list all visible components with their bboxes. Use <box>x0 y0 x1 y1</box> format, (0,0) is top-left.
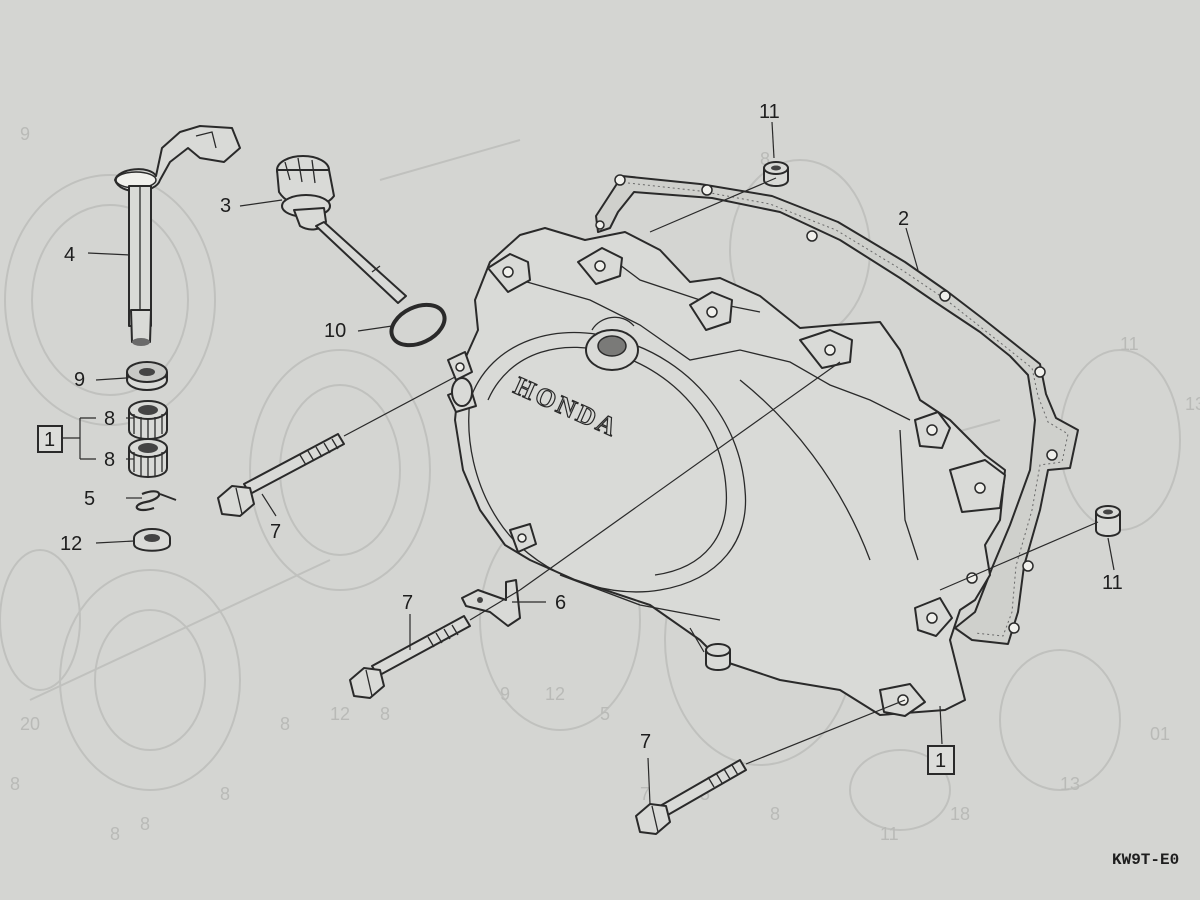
label-part-9: 9 <box>74 369 85 391</box>
svg-text:18: 18 <box>950 804 970 824</box>
svg-text:8: 8 <box>220 784 230 804</box>
svg-text:5: 5 <box>600 704 610 724</box>
svg-text:12: 12 <box>545 684 565 704</box>
bolt-middle <box>349 615 471 699</box>
svg-text:11: 11 <box>1120 334 1139 354</box>
svg-text:8: 8 <box>770 804 780 824</box>
label-part-6: 6 <box>555 592 566 614</box>
svg-text:13: 13 <box>1185 394 1200 414</box>
label-part-8-lower: 8 <box>104 449 115 471</box>
svg-text:8: 8 <box>760 149 770 169</box>
dowel-pin-right <box>1095 505 1121 537</box>
label-part-2: 2 <box>898 208 909 230</box>
label-part-7-middle: 7 <box>402 592 413 614</box>
oil-filler-cap <box>276 155 407 304</box>
svg-text:8: 8 <box>10 774 20 794</box>
bolt-lower <box>635 759 747 835</box>
bolt-upper <box>217 433 345 517</box>
label-part-4: 4 <box>64 244 75 266</box>
svg-text:8: 8 <box>110 824 120 844</box>
o-ring <box>389 302 447 348</box>
dowel-pin-top <box>763 161 789 187</box>
label-part-8-upper: 8 <box>104 408 115 430</box>
assembly-box-bottom <box>927 745 955 775</box>
needle-bearing-lower <box>128 438 168 478</box>
svg-text:13: 13 <box>1060 774 1080 794</box>
label-part-7-upper: 7 <box>270 521 281 543</box>
label-part-1-left: 1 <box>44 429 55 451</box>
return-spring <box>135 490 177 512</box>
left-crankcase-cover: HONDA <box>447 227 1006 717</box>
label-part-3: 3 <box>220 195 231 217</box>
label-part-1-bottom: 1 <box>935 750 946 772</box>
svg-text:20: 20 <box>20 714 40 734</box>
svg-text:8: 8 <box>380 704 390 724</box>
svg-text:9: 9 <box>500 684 510 704</box>
washer <box>133 528 171 552</box>
label-part-7-lower: 7 <box>640 731 651 753</box>
svg-text:8: 8 <box>280 714 290 734</box>
leader-lines <box>62 121 1115 805</box>
svg-text:9: 9 <box>20 124 30 144</box>
label-part-11-right: 11 <box>1102 572 1123 594</box>
clutch-lifter-arm <box>114 125 241 346</box>
dowel-pin-cover <box>705 643 731 671</box>
assembly-box-left <box>37 425 63 453</box>
svg-text:01: 01 <box>1150 724 1170 744</box>
svg-text:11: 11 <box>880 824 899 844</box>
figure-code: KW9T-E0 <box>1112 851 1179 869</box>
needle-bearing-upper <box>128 400 168 440</box>
cable-clamp <box>461 579 521 627</box>
oil-seal <box>126 361 168 391</box>
svg-text:8: 8 <box>140 814 150 834</box>
label-part-11-top: 11 <box>759 101 780 123</box>
svg-text:12: 12 <box>330 704 350 724</box>
label-part-12: 12 <box>60 533 82 555</box>
label-part-5: 5 <box>84 488 95 510</box>
svg-text:7: 7 <box>640 784 650 804</box>
callout-labels: 4 3 10 9 8 8 5 12 7 7 7 6 11 11 2 1 1 <box>37 101 1123 775</box>
label-part-10: 10 <box>324 320 346 342</box>
